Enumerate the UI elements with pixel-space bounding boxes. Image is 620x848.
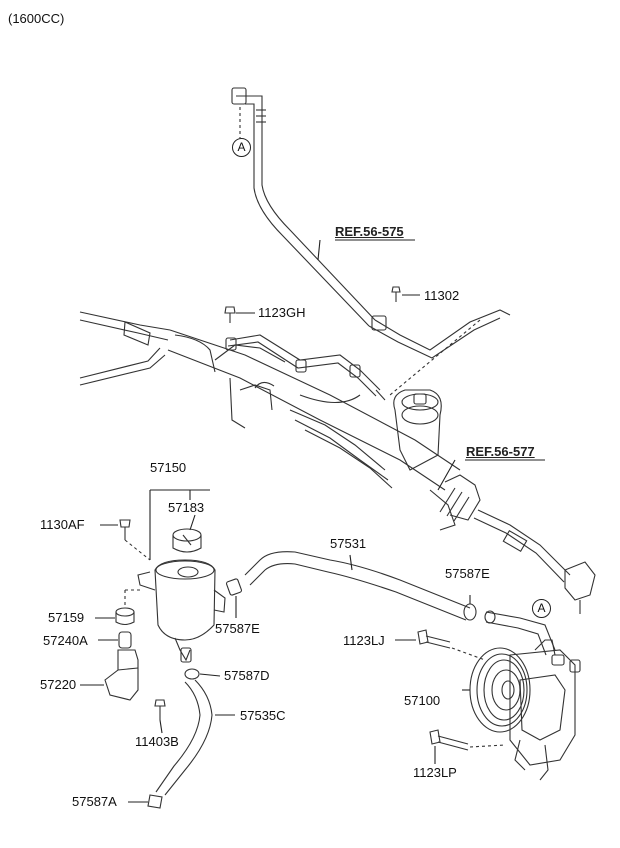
part-label-57240A: 57240A [43, 633, 88, 648]
part-label-11302: 11302 [424, 288, 460, 303]
part-label-1123LP: 1123LP [413, 765, 457, 780]
reference-link-56-577[interactable]: REF.56-577 [466, 444, 535, 459]
reference-link-56-575[interactable]: REF.56-575 [335, 224, 404, 239]
part-label-57531: 57531 [330, 536, 367, 551]
part-label-57150: 57150 [150, 460, 187, 475]
part-label-57100: 57100 [404, 693, 441, 708]
part-label-57183: 57183 [168, 500, 205, 515]
hose-57535C [128, 679, 235, 809]
pump-assembly [395, 595, 581, 781]
reference-marker-a-pump: A [532, 599, 551, 618]
bolt-1123GH [224, 306, 255, 323]
part-label-57587E-top: 57587E [445, 566, 490, 581]
part-label-57159: 57159 [48, 610, 85, 625]
part-label-57220: 57220 [40, 677, 77, 692]
steering-gear-assembly [79, 311, 596, 614]
part-label-57535C: 57535C [240, 708, 286, 723]
reference-marker-a-top: A [232, 138, 251, 157]
part-label-1130AF: 1130AF [40, 517, 85, 532]
hose-57531 [225, 551, 471, 621]
part-label-57587A: 57587A [72, 794, 117, 809]
part-label-11403B: 11403B [135, 734, 179, 749]
pressure-hose [231, 87, 511, 359]
part-label-57587E-mid: 57587E [215, 621, 260, 636]
part-label-57587D: 57587D [224, 668, 270, 683]
part-label-1123GH: 1123GH [258, 305, 306, 320]
reservoir-assembly [80, 489, 226, 734]
bolt-11302 [391, 286, 420, 302]
part-label-1123LJ: 1123LJ [343, 633, 385, 648]
engine-variant-label: (1600CC) [8, 11, 65, 26]
